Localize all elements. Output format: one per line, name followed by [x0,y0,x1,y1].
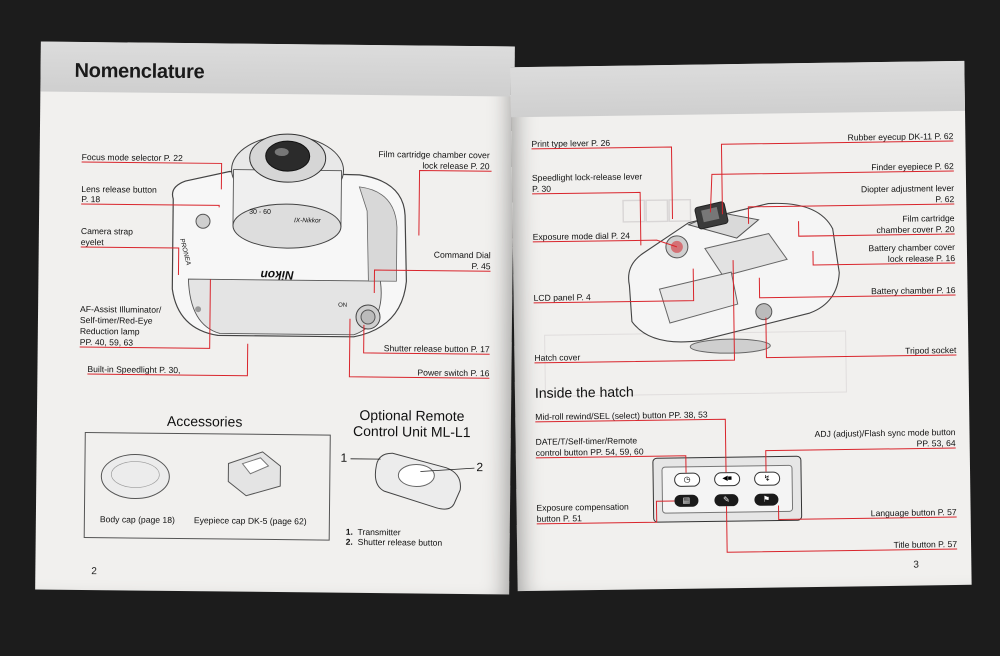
label-date-2: control button PP. 54, 59, 60 [535,446,644,458]
remote-list-item-1: 1. Transmitter [346,527,401,538]
label-command-1: Command Dial [433,249,491,261]
label-adj-2: PP. 53, 64 [916,438,956,449]
label-tripod: Tripod socket [905,344,957,356]
label-battery-chamber: Battery chamber P. 16 [871,285,956,297]
label-focus-mode: Focus mode selector P. 22 [81,151,183,164]
remote-control-illustration [374,452,461,510]
body-cap-icon [100,454,170,500]
label-speedlight-lock-2: P. 30 [531,183,552,194]
exposure-compensation-button[interactable]: ▤ [674,494,699,507]
remote-title: Optional Remote Control Unit ML-L1 [347,407,477,440]
remote-title-line-2: Control Unit ML-L1 [352,422,471,441]
label-film-cover-2: lock release P. 20 [422,160,490,172]
label-exposure-mode: Exposure mode dial P. 24 [532,230,631,242]
label-date-1: DATE/T/Self-timer/Remote [535,435,638,447]
remote-callout-2: 2 [476,460,484,475]
label-power: Power switch P. 16 [417,367,490,379]
left-page: Nomenclature 30 - 60 IX-Nikkor Nikon PRO… [35,41,515,595]
label-finder: Finder eyepiece P. 62 [871,161,954,173]
label-speedlight-lock-1: Speedlight lock-release lever [531,171,643,183]
label-exp-comp-1: Exposure compensation [536,501,629,513]
label-battery-cover-2: lock release P. 16 [887,253,956,264]
label-af-2: Self-timer/Red-Eye [79,314,153,326]
mid-roll-button[interactable]: ◀■ [714,472,741,487]
label-lcd: LCD panel P. 4 [533,292,591,303]
lens-name: IX-Nikkor [293,217,321,225]
label-language: Language button P. 57 [870,507,957,519]
remote-list-text-1: Transmitter [357,526,401,538]
label-af-4: PP. 40, 59, 63 [79,336,134,348]
label-diopter-1: Diopter adjustment lever [860,183,955,195]
date-button[interactable]: ◷ [674,472,701,487]
remote-list-item-2: 2. Shutter release button [346,537,443,548]
label-rubber-eyecup: Rubber eyecup DK-11 P. 62 [847,131,954,143]
title-button[interactable]: ✎ [714,494,739,507]
label-film-1: Film cartridge [902,213,955,224]
label-lens-release-2: P. 18 [81,193,101,205]
power-switch-text: ON [338,302,348,309]
label-diopter-2: P. 62 [935,194,955,205]
remote-title-line-1: Optional Remote [359,406,465,424]
adj-button[interactable]: ↯ [754,471,781,486]
label-exp-comp-2: button P. 51 [536,513,582,524]
page-title: Nomenclature [74,59,205,84]
label-mid-roll: Mid-roll rewind/SEL (select) button PP. … [535,409,708,422]
nikon-logo: Nikon [260,267,294,283]
language-button[interactable]: ⚑ [754,493,779,506]
eyepiece-cap-label: Eyepiece cap DK-5 (page 62) [193,515,307,527]
label-film-2: chamber cover P. 20 [876,224,955,236]
label-print-type: Print type lever P. 26 [531,137,611,149]
right-band [510,60,966,118]
label-film-cover-1: Film cartridge chamber cover [378,149,490,161]
remote-list-text-2: Shutter release button [357,536,443,548]
camera-front-illustration [171,133,407,338]
label-strap-1: Camera strap [80,225,134,237]
label-af-1: AF-Assist Illuminator/ [80,303,162,315]
label-shutter: Shutter release button P. 17 [383,343,490,355]
camera-back-illustration [628,201,840,354]
page-number-left: 2 [91,566,97,578]
label-speedlight: Built-in Speedlight P. 30, [87,364,181,376]
accessories-title: Accessories [166,412,243,430]
page-number-right: 3 [913,559,919,571]
label-af-3: Reduction lamp [79,325,140,337]
label-hatch-cover: Hatch cover [534,352,581,363]
label-title-button: Title button P. 57 [893,539,958,550]
lens-zoom-scale: 30 - 60 [249,208,271,216]
eyepiece-cap-icon [227,451,281,497]
label-adj-1: ADJ (adjust)/Flash sync mode button [814,427,956,439]
remote-list-num-1: 1. [345,526,353,537]
label-battery-cover-1: Battery chamber cover [868,242,955,254]
body-cap-label: Body cap (page 18) [99,514,175,525]
label-strap-2: eyelet [80,236,104,248]
label-command-2: P. 45 [471,261,491,272]
hatch-button-panel [652,455,803,523]
hatch-title: Inside the hatch [534,383,634,401]
remote-list-num-2: 2. [345,536,353,547]
right-page: □□□ Print type lever P. 26 Speedlight lo… [510,60,972,592]
remote-callout-1: 1 [340,450,348,465]
